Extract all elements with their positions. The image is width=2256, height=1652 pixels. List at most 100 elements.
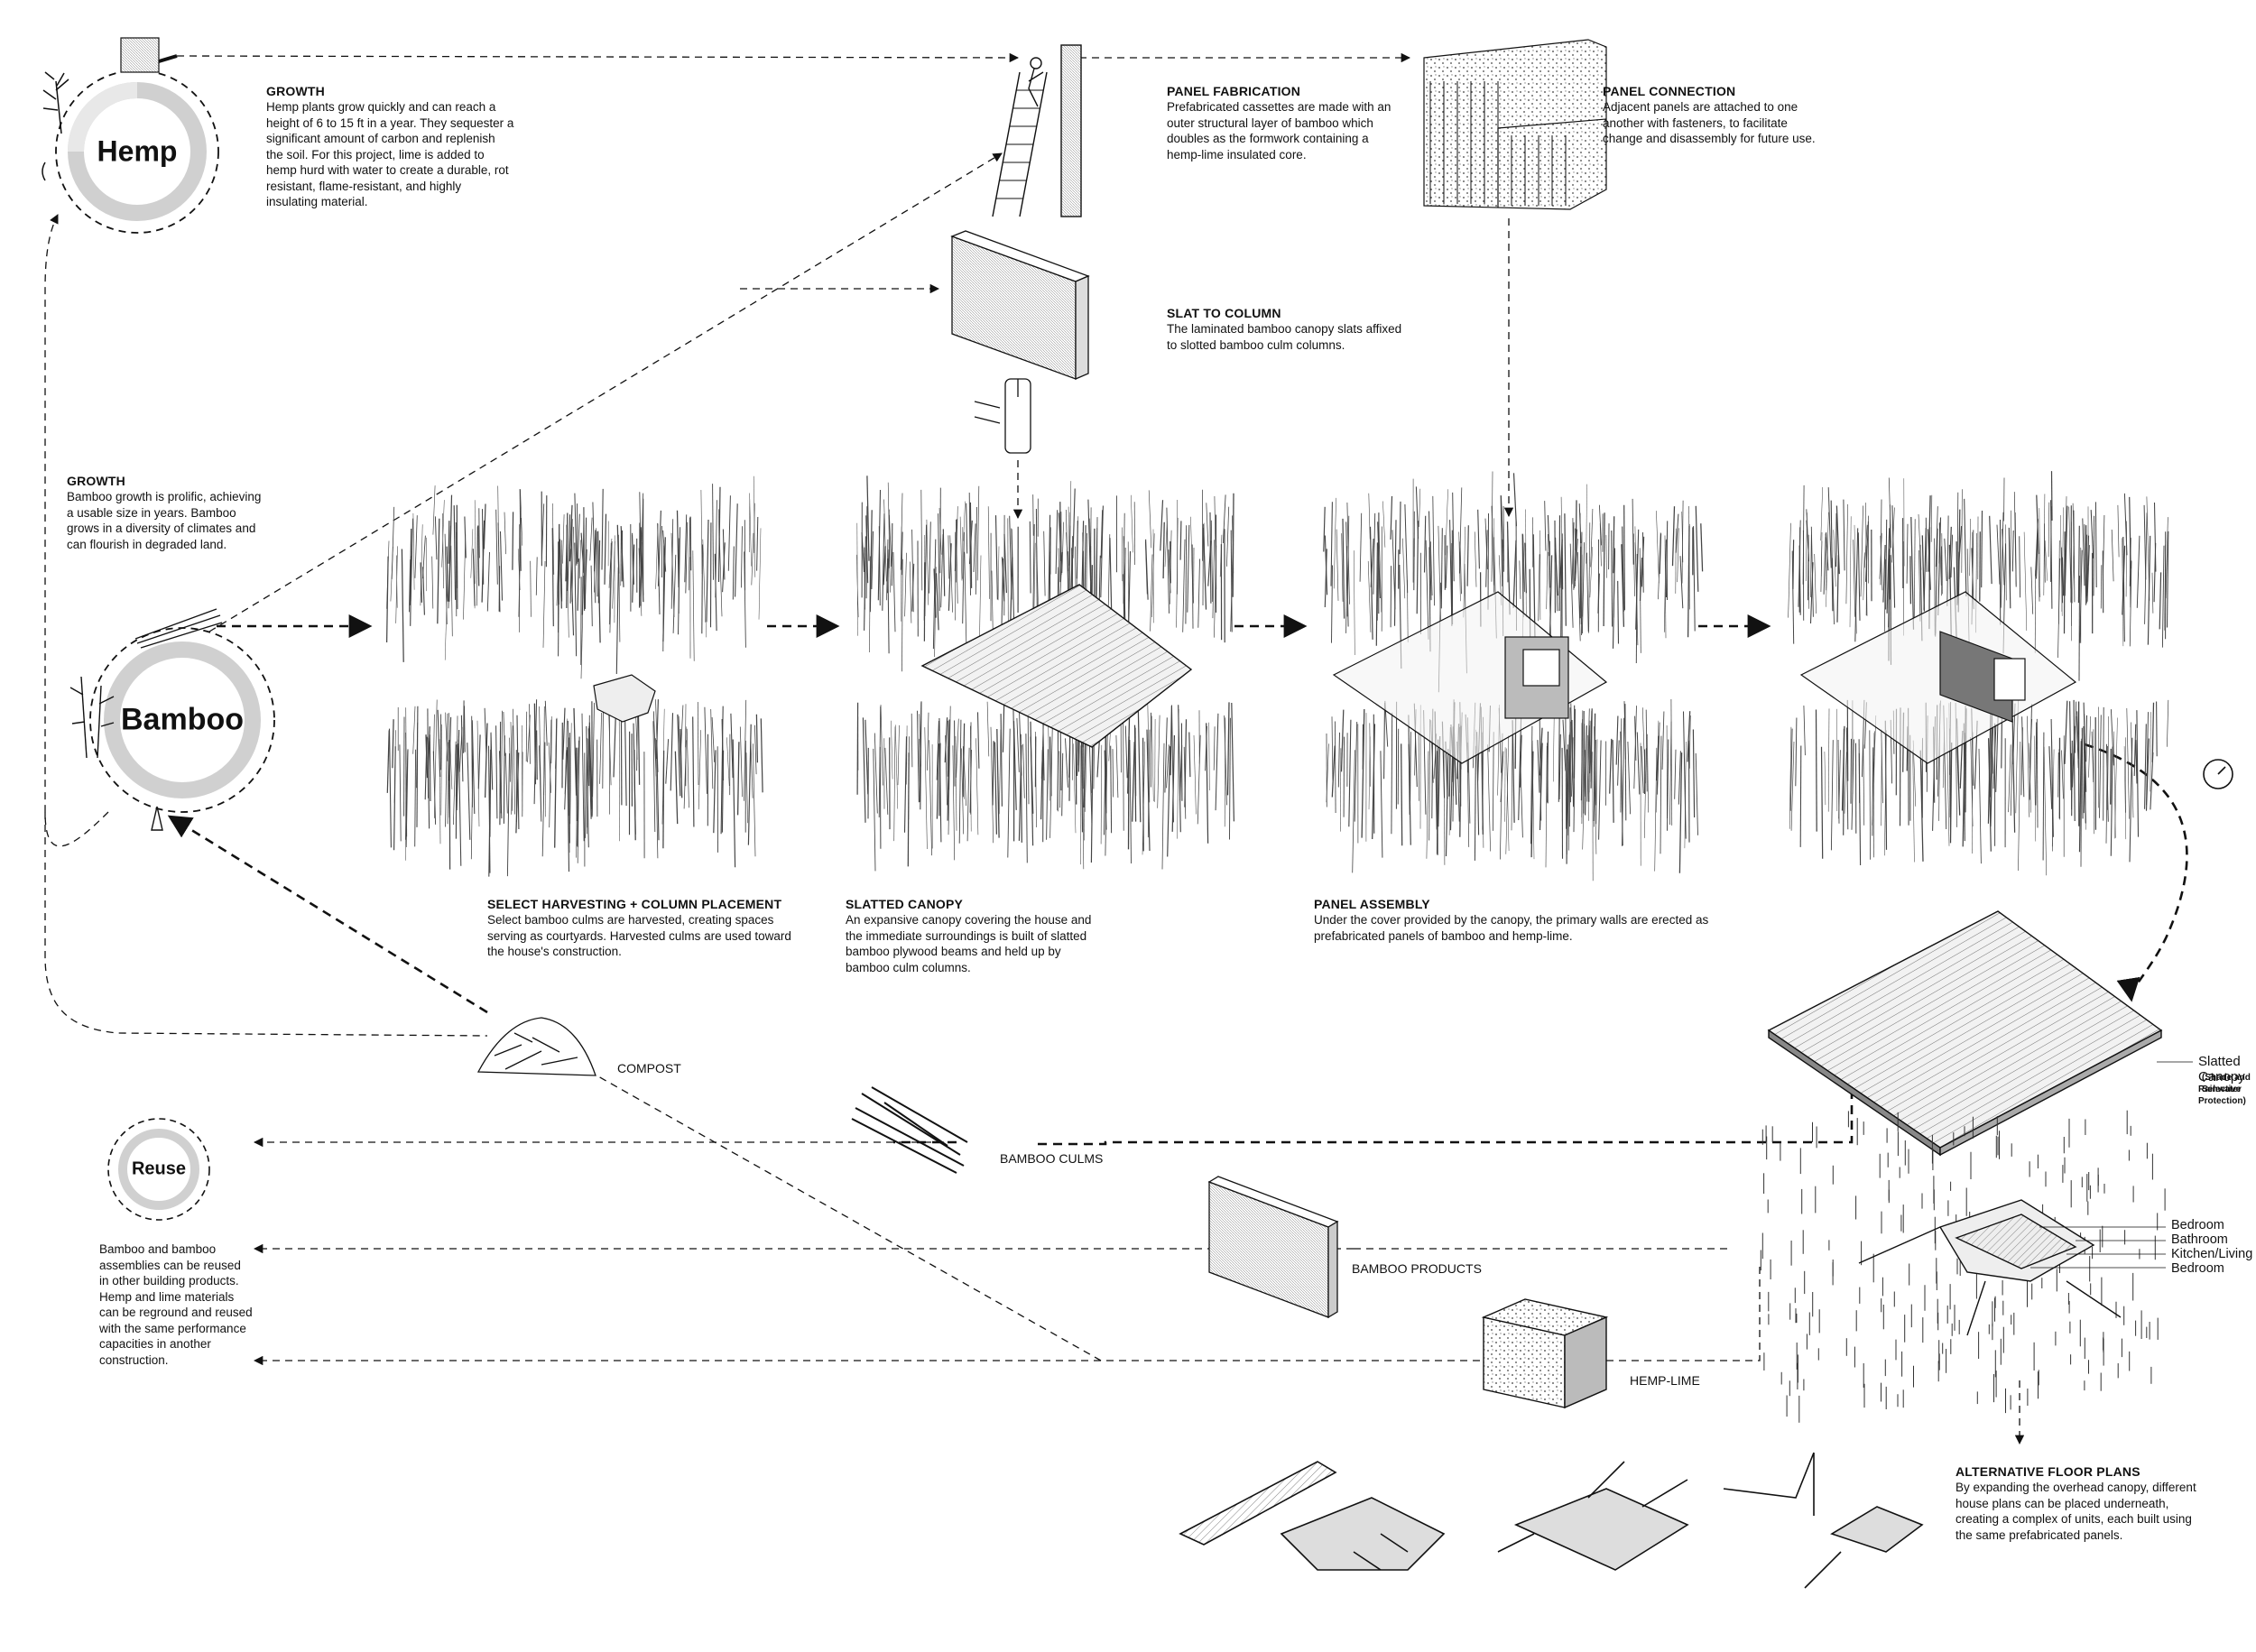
bamboo-stalk — [597, 540, 601, 604]
bamboo-stalk — [655, 699, 659, 772]
bamboo-stalk — [2060, 547, 2064, 604]
bamboo-stalk — [542, 560, 546, 648]
bamboo-stalk — [1087, 499, 1092, 581]
bamboo-stalk — [1164, 521, 1168, 568]
bamboo-stalk — [908, 736, 910, 820]
bamboo-stalk — [612, 540, 615, 609]
bamboo-stalk — [1792, 540, 1795, 589]
bamboo-stalk — [1560, 496, 1563, 564]
bamboo-stalk — [692, 550, 695, 661]
bamboo-stalk — [661, 708, 665, 825]
note-title: ALTERNATIVE FLOOR PLANS — [1956, 1464, 2140, 1479]
bamboo-stalk — [2057, 558, 2061, 659]
bamboo-stalk — [1627, 741, 1632, 815]
bamboo-stalk — [1880, 535, 1883, 591]
bamboo-stalk — [1016, 717, 1020, 772]
note-title: SELECT HARVESTING + COLUMN PLACEMENT — [487, 897, 782, 911]
note-slat-to-column: SLAT TO COLUMN The laminated bamboo cano… — [1167, 305, 1438, 353]
bamboo-stalk — [1958, 526, 1963, 566]
bamboo-stalk — [1359, 512, 1363, 582]
bamboo-stalk — [994, 515, 998, 600]
bamboo-stalk — [966, 503, 968, 554]
bamboo-stalk — [1124, 725, 1128, 779]
bamboo-stalk — [1678, 751, 1681, 805]
bamboo-stalk — [1632, 498, 1634, 565]
bamboo-stalk — [2027, 715, 2030, 817]
bamboo-stalk — [1399, 501, 1401, 555]
bamboo-stalk — [938, 507, 942, 555]
bamboo-stalk — [753, 743, 756, 857]
bamboo-stalk — [1555, 537, 1558, 612]
bamboo-stalk — [510, 722, 513, 811]
bamboo-stalk — [615, 567, 619, 675]
bamboo-stalk — [936, 743, 940, 819]
note-line: The laminated bamboo canopy slats affixe… — [1167, 322, 1402, 336]
bamboo-stalk — [2011, 530, 2014, 572]
label-bamboo-products: BAMBOO PRODUCTS — [1352, 1261, 1482, 1276]
bamboo-stalk — [1345, 521, 1349, 627]
bamboo-stalk — [577, 513, 580, 562]
bamboo-stalk — [2080, 738, 2083, 867]
bamboo-stalk — [657, 522, 661, 615]
bamboo-stalk — [1487, 512, 1489, 610]
label-slatted-canopy-sub: Rainwater Protection) — [2198, 1084, 2246, 1106]
bamboo-stalk — [1331, 745, 1336, 798]
bamboo-stalk — [2113, 731, 2116, 838]
bamboo-stalk — [609, 540, 613, 633]
bamboo-stalk — [1530, 751, 1534, 858]
bamboo-stalk — [874, 733, 878, 814]
bamboo-stalk — [1484, 518, 1488, 569]
bamboo-stalk — [599, 712, 602, 784]
bamboo-stalk — [1197, 734, 1201, 825]
bamboo-stalk — [895, 724, 899, 809]
bamboo-stalk — [1208, 722, 1210, 791]
floor-plan-1 — [1179, 1461, 1446, 1571]
bamboo-stalk — [1969, 518, 1971, 577]
bamboo-stalk — [670, 532, 675, 618]
bamboo-stalk — [726, 737, 730, 787]
bamboo-stalk — [869, 510, 873, 613]
bamboo-stalk — [554, 718, 558, 848]
bamboo-stalk — [2014, 512, 2017, 587]
bamboo-stalk — [1961, 489, 1963, 573]
bamboo-stalk — [1530, 725, 1533, 844]
note-line: prefabricated panels of bamboo and hemp-… — [1314, 928, 1573, 943]
bamboo-slat-icon — [950, 230, 1090, 380]
bamboo-stalk — [432, 751, 437, 825]
bamboo-stalk — [1146, 729, 1151, 852]
note-line: Prefabricated cassettes are made with an — [1167, 100, 1392, 114]
bamboo-stalk — [463, 533, 467, 620]
bamboo-stalk — [580, 575, 585, 679]
bamboo-stalk — [2151, 572, 2154, 614]
bamboo-stalk — [1820, 486, 1823, 541]
bamboo-stalk — [1160, 500, 1164, 551]
bamboo-stalk — [1799, 745, 1802, 847]
bamboo-stalk — [2086, 545, 2090, 602]
bamboo-stalk — [2079, 549, 2083, 643]
bamboo-stalk — [652, 711, 657, 777]
note-line: with the same performance — [99, 1321, 246, 1335]
bamboo-stalk — [551, 503, 555, 575]
bamboo-stalk — [2030, 567, 2034, 614]
bamboo-stalk — [1830, 740, 1834, 851]
bamboo-stalk — [938, 743, 941, 817]
bamboo-stalk — [1860, 505, 1863, 597]
bamboo-stalk — [386, 730, 390, 793]
bamboo-stalk — [754, 724, 757, 775]
bamboo-bundle-icon — [134, 608, 223, 649]
bamboo-stalk — [1176, 517, 1179, 628]
bamboo-stalk — [416, 706, 419, 827]
bamboo-stalk — [1635, 553, 1638, 664]
bamboo-stalk — [1658, 532, 1661, 600]
bamboo-stalk — [2044, 540, 2048, 581]
bamboo-stalk — [2078, 741, 2082, 853]
ladder-worker-icon — [992, 44, 1082, 217]
bamboo-stalk — [478, 508, 480, 558]
bamboo-stalk — [911, 713, 913, 768]
bamboo-stalk — [1837, 739, 1840, 824]
bamboo-stalk — [1333, 497, 1336, 589]
bamboo-stalk — [1687, 711, 1691, 762]
bamboo-stalk — [543, 706, 545, 796]
bamboo-stalk — [1170, 706, 1173, 776]
bamboo-stalk — [453, 741, 457, 826]
